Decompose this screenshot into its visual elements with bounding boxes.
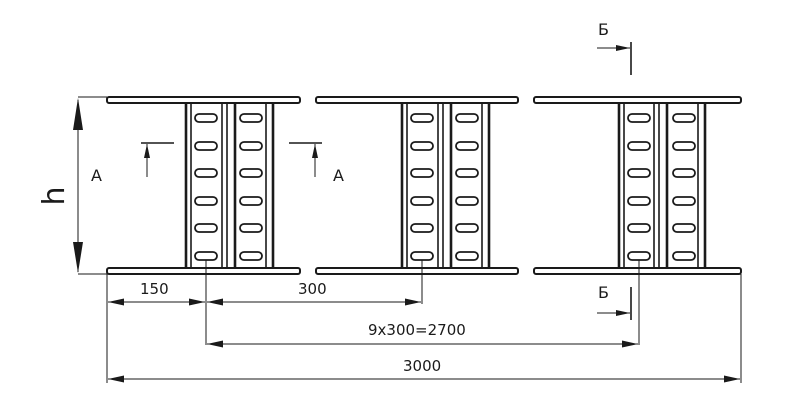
dimension-150-label: 150 bbox=[140, 280, 169, 298]
section-a-left-label: A bbox=[91, 166, 102, 185]
arrow-up-icon bbox=[73, 98, 83, 130]
arrow-right-icon bbox=[724, 375, 740, 383]
arrow-right-icon bbox=[189, 298, 205, 306]
section-a-left-marker bbox=[141, 142, 174, 177]
arrow-left-icon bbox=[207, 298, 223, 306]
dimension-300 bbox=[207, 298, 421, 306]
rung-3 bbox=[617, 103, 707, 268]
height-dimension bbox=[73, 96, 107, 275]
arrow-left-icon bbox=[108, 298, 124, 306]
arrow-up-icon bbox=[144, 144, 150, 158]
section-a-right-marker bbox=[289, 142, 322, 177]
section-b-top-marker bbox=[597, 42, 632, 75]
section-b-top-label: Б bbox=[598, 20, 609, 39]
arrow-up-icon bbox=[312, 144, 318, 158]
extension-lines bbox=[106, 260, 742, 383]
dimension-2700 bbox=[207, 340, 638, 348]
dimension-300-label: 300 bbox=[298, 280, 327, 298]
dimension-3000 bbox=[108, 375, 740, 383]
section-b-bottom-label: Б bbox=[598, 283, 609, 302]
rung-slots bbox=[194, 113, 263, 261]
arrow-right-icon bbox=[622, 340, 638, 348]
dimension-2700-label: 9x300=2700 bbox=[368, 321, 466, 339]
rung-slots bbox=[410, 113, 479, 261]
arrow-left-icon bbox=[108, 375, 124, 383]
dimension-3000-label: 3000 bbox=[403, 357, 441, 375]
bottom-rail bbox=[106, 267, 742, 275]
dimension-150 bbox=[108, 298, 205, 306]
arrow-right-icon bbox=[405, 298, 421, 306]
rung-slots bbox=[627, 113, 696, 261]
top-rail bbox=[106, 96, 742, 104]
arrow-down-icon bbox=[73, 242, 83, 273]
arrow-right-icon bbox=[616, 310, 630, 316]
arrow-right-icon bbox=[616, 45, 630, 51]
height-label: h bbox=[37, 186, 72, 205]
section-b-bottom-marker bbox=[597, 287, 632, 320]
section-a-right-label: A bbox=[333, 166, 344, 185]
rung-1 bbox=[184, 103, 275, 268]
rung-2 bbox=[400, 103, 491, 268]
arrow-left-icon bbox=[207, 340, 223, 348]
